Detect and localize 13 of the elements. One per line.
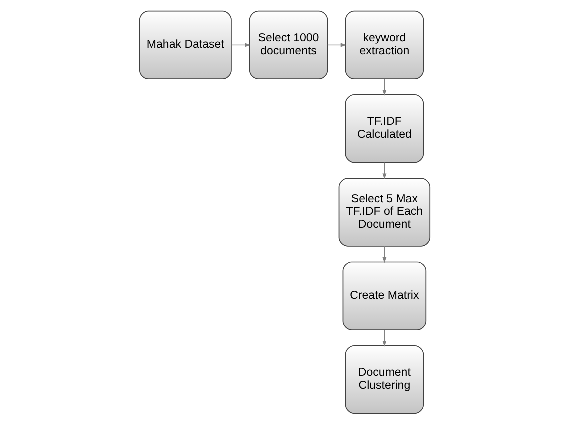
node-box: Select 5 Max TF.IDF of Each Document <box>338 178 430 247</box>
node-box: Select 1000 documents <box>248 10 328 80</box>
node-box: Mahak Dataset <box>138 10 232 80</box>
node-box: keyword extraction <box>344 10 424 80</box>
arrow <box>230 43 250 48</box>
arrow <box>382 162 386 180</box>
arrow <box>382 78 386 96</box>
arrow <box>382 246 386 264</box>
arrow <box>326 43 346 48</box>
node-box: Document Clustering <box>344 345 424 414</box>
node-box: TF.IDF Calculated <box>344 94 424 164</box>
arrow <box>382 330 386 347</box>
node-box: Create Matrix <box>342 262 426 330</box>
